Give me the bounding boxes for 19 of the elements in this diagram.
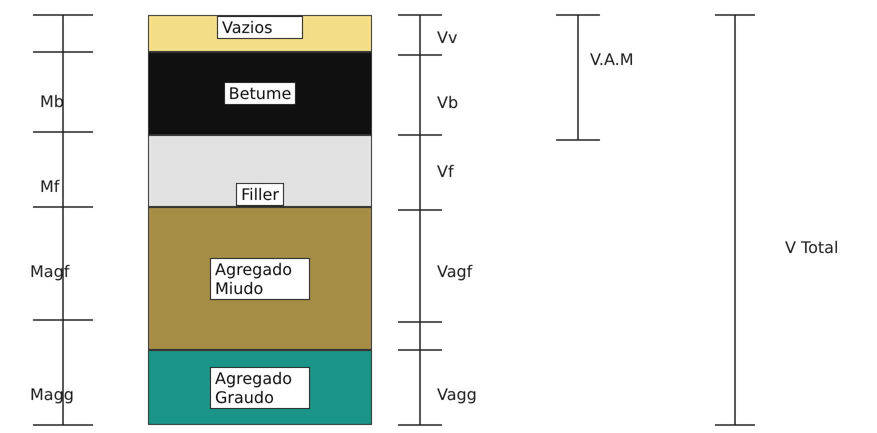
layer-label: Betume <box>224 82 296 105</box>
layer-label: Agregado Graudo <box>210 366 310 408</box>
layer-band <box>148 350 372 425</box>
layer-label: Vazios <box>217 16 303 39</box>
dimension-label: Vagf <box>437 262 472 281</box>
layer-label: Agregado Miudo <box>210 258 310 300</box>
dimension-label: Vagg <box>437 385 477 404</box>
dimension-label: Mb <box>40 92 64 111</box>
dimension-label: V Total <box>785 238 838 257</box>
layer-band <box>148 207 372 350</box>
layer-band <box>148 52 372 135</box>
dimension-label: Vf <box>437 162 454 181</box>
layer-band <box>148 15 372 52</box>
dimension-label: V.A.M <box>590 50 634 69</box>
layer-label: Filler <box>236 183 284 206</box>
dimension-label: Vv <box>437 28 458 47</box>
dimension-label: Vb <box>437 93 458 112</box>
dimension-label: Mf <box>40 177 60 196</box>
layer-band <box>148 135 372 207</box>
